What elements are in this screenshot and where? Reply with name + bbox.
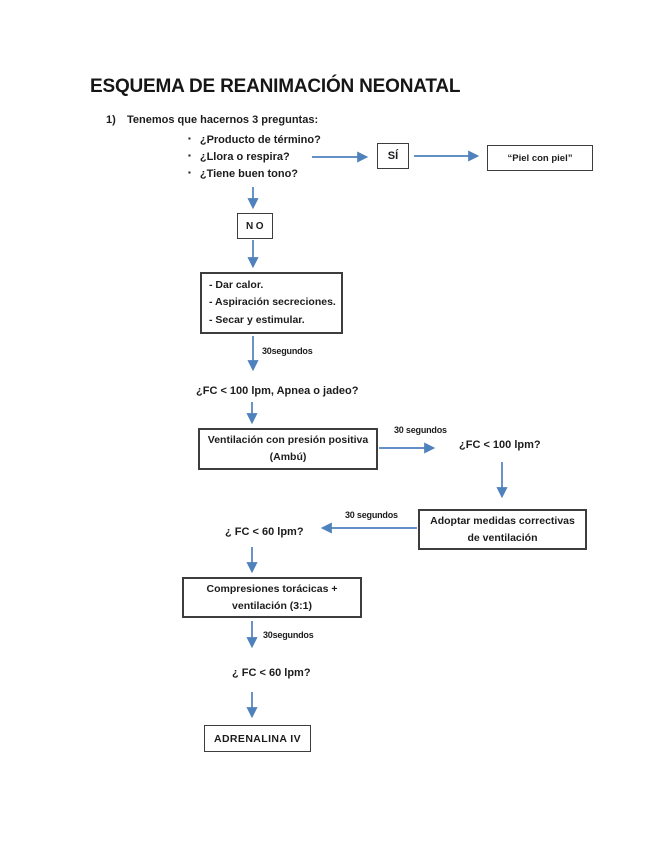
flow-box-line: Ventilación con presión positiva	[207, 434, 369, 446]
flow-box-adrenaline: ADRENALINA IV	[204, 725, 311, 752]
question-item-llora: ▪ ¿Llora o respira?	[188, 151, 290, 163]
flow-box-piel-con-piel: “Piel con piel”	[487, 145, 593, 171]
question-text: ¿Tiene buen tono?	[199, 168, 299, 180]
question-item-tono: ▪ ¿Tiene buen tono?	[188, 168, 298, 180]
care-step: - Aspiración secreciones.	[209, 296, 336, 309]
page-title: ESQUEMA DE REANIMACIÓN NEONATAL	[90, 76, 461, 97]
decision-text-fc100-apnea: ¿FC < 100 lpm, Apnea o jadeo?	[196, 385, 359, 397]
decision-text-fc60-second: ¿ FC < 60 lpm?	[232, 667, 311, 679]
interval-label-30s: 30segundos	[263, 630, 314, 640]
flow-box-line: Adoptar medidas correctivas	[430, 514, 575, 527]
intro-text: Tenemos que hacernos 3 preguntas:	[127, 114, 319, 126]
flow-box-initial-care: - Dar calor. - Aspiración secreciones. -…	[200, 272, 343, 334]
flow-box-chest-compressions: Compresiones torácicas + ventilación (3:…	[182, 577, 362, 618]
flow-box-label: NO	[246, 220, 266, 232]
flow-box-corrective-measures: Adoptar medidas correctivas de ventilaci…	[418, 509, 587, 550]
question-text: ¿Producto de término?	[199, 134, 321, 146]
intro-list-number: 1)	[106, 114, 116, 126]
decision-text-fc100: ¿FC < 100 lpm?	[459, 439, 541, 451]
flow-box-line: de ventilación	[467, 531, 538, 544]
bullet-icon: ▪	[188, 134, 191, 143]
interval-label-30s: 30segundos	[262, 346, 313, 356]
decision-text-fc60-first: ¿ FC < 60 lpm?	[225, 526, 304, 538]
bullet-icon: ▪	[188, 151, 191, 160]
flow-box-label: ADRENALINA IV	[213, 732, 302, 745]
care-step: - Secar y estimular.	[209, 313, 305, 326]
flow-box-line: (Ambú)	[269, 451, 307, 463]
flow-box-no: NO	[237, 213, 273, 239]
question-item-producto: ▪ ¿Producto de término?	[188, 134, 321, 146]
flow-box-ventilation: Ventilación con presión positiva (Ambú)	[198, 428, 378, 470]
interval-label-30s: 30 segundos	[394, 425, 447, 435]
flow-box-si: SÍ	[377, 143, 409, 169]
question-text: ¿Llora o respira?	[199, 151, 290, 163]
flow-box-label: SÍ	[387, 150, 399, 162]
flow-box-label: “Piel con piel”	[507, 152, 573, 164]
bullet-icon: ▪	[188, 168, 191, 177]
care-step: - Dar calor.	[209, 278, 264, 291]
interval-label-30s: 30 segundos	[345, 510, 398, 520]
flow-box-line: Compresiones torácicas +	[206, 582, 338, 595]
flow-box-line: ventilación (3:1)	[232, 599, 312, 612]
